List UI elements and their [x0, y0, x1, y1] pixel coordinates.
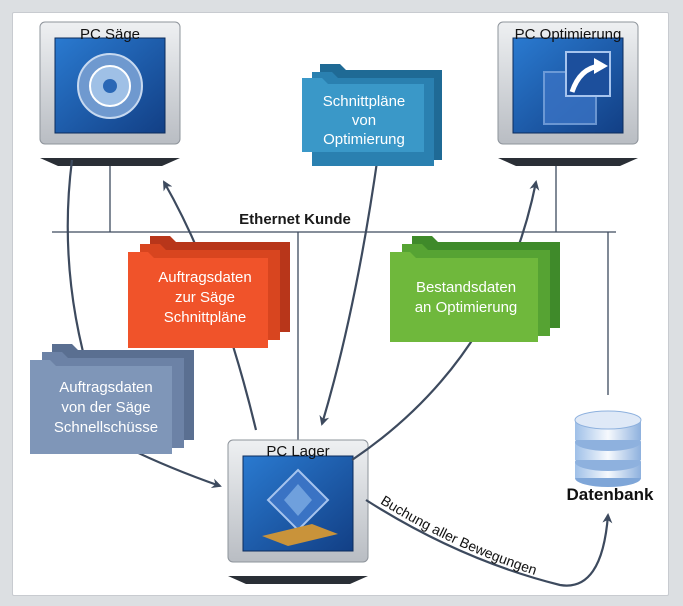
- network-label: Ethernet Kunde: [239, 211, 351, 228]
- folder-auftrag-zur-saege: Auftragsdaten zur Säge Schnittpläne: [128, 236, 290, 348]
- folder-auftrag-von-line3: Schnellschüsse: [54, 419, 158, 436]
- arrow-schnittplaene-to-lager: [319, 154, 380, 426]
- folder-bestand-line2: an Optimierung: [415, 299, 518, 316]
- pc-lager: PC Lager: [227, 439, 369, 584]
- folder-schnittplaene-line2: von: [352, 112, 376, 129]
- database-icon: [574, 410, 642, 487]
- folder-schnittplaene: Schnittpläne von Optimierung: [302, 64, 442, 166]
- folder-auftrag-von-line2: von der Säge: [61, 399, 150, 416]
- database-label: Datenbank: [567, 485, 654, 504]
- pc-saege-label: PC Säge: [80, 26, 140, 43]
- network-bus: [52, 160, 616, 440]
- folder-bestand-line1: Bestandsdaten: [416, 279, 516, 296]
- folder-auftrag-zur-line1: Auftragsdaten: [158, 269, 251, 286]
- folder-auftrag-von-line1: Auftragsdaten: [59, 379, 152, 396]
- folder-auftrag-zur-line2: zur Säge: [175, 289, 235, 306]
- pc-saege: PC Säge: [39, 21, 181, 166]
- optimize-arrow-icon: [543, 51, 611, 125]
- folder-auftrag-von-saege: Auftragsdaten von der Säge Schnellschüss…: [30, 344, 194, 454]
- folder-bestandsdaten: Bestandsdaten an Optimierung: [390, 236, 560, 342]
- pc-optimierung-label: PC Optimierung: [515, 26, 622, 43]
- warehouse-icon: [262, 468, 338, 546]
- arrow-buchung-to-datenbank: [365, 499, 613, 587]
- pc-lager-label: PC Lager: [266, 443, 329, 460]
- folder-schnittplaene-line1: Schnittpläne: [323, 93, 406, 110]
- pc-optimierung: PC Optimierung: [497, 21, 639, 166]
- folder-schnittplaene-line3: Optimierung: [323, 131, 405, 148]
- buchung-label-path: Buchung aller Bewegungen: [378, 492, 539, 578]
- folder-auftrag-zur-line3: Schnittpläne: [164, 309, 247, 326]
- buchung-label: Buchung aller Bewegungen: [378, 492, 539, 578]
- saw-blade-icon: [77, 53, 143, 119]
